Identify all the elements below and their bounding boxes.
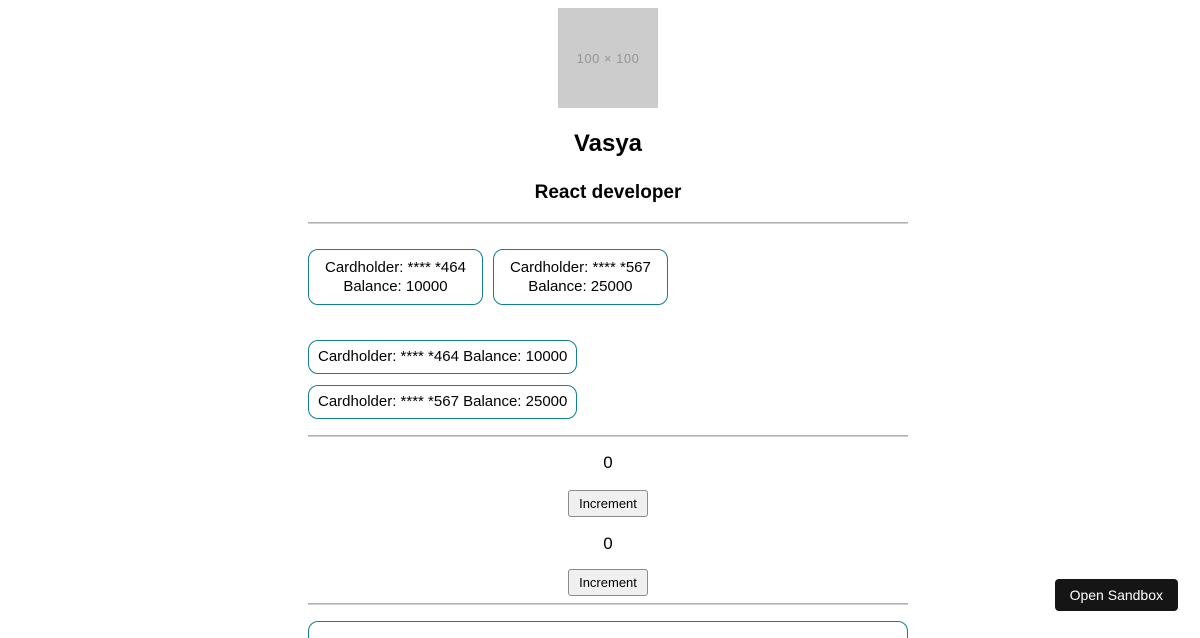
cards-row: Cardholder: **** *464 Balance: 10000 Car… <box>308 249 908 305</box>
card-balance-line: Balance: 10000 <box>325 277 466 296</box>
card-cardholder-line: Cardholder: **** *567 <box>510 258 651 277</box>
divider <box>308 435 908 437</box>
profile-name: Vasya <box>308 130 908 158</box>
app-container: 100 × 100 Vasya React developer Cardhold… <box>308 8 908 638</box>
counter-button-row: Increment <box>308 569 908 596</box>
card-two-line: Cardholder: **** *567 Balance: 25000 <box>493 249 668 305</box>
increment-button[interactable]: Increment <box>568 569 648 596</box>
profile-title: React developer <box>308 182 908 204</box>
counter-button-row: Increment <box>308 490 908 517</box>
cards-column: Cardholder: **** *464 Balance: 10000 Car… <box>308 340 908 419</box>
counter-value: 0 <box>308 453 908 473</box>
divider <box>308 603 908 605</box>
card-one-line: Cardholder: **** *464 Balance: 10000 <box>308 340 577 374</box>
card-two-line: Cardholder: **** *464 Balance: 10000 <box>308 249 483 305</box>
increment-button[interactable]: Increment <box>568 490 648 517</box>
divider <box>308 222 908 224</box>
avatar-placeholder-label: 100 × 100 <box>577 51 640 66</box>
card-cardholder-line: Cardholder: **** *464 <box>325 258 466 277</box>
avatar-placeholder-image: 100 × 100 <box>558 8 658 108</box>
card-one-line: Cardholder: **** *567 Balance: 25000 <box>308 385 577 419</box>
counter-value: 0 <box>308 534 908 554</box>
card-balance-line: Balance: 25000 <box>510 277 651 296</box>
open-sandbox-button[interactable]: Open Sandbox <box>1055 579 1178 611</box>
